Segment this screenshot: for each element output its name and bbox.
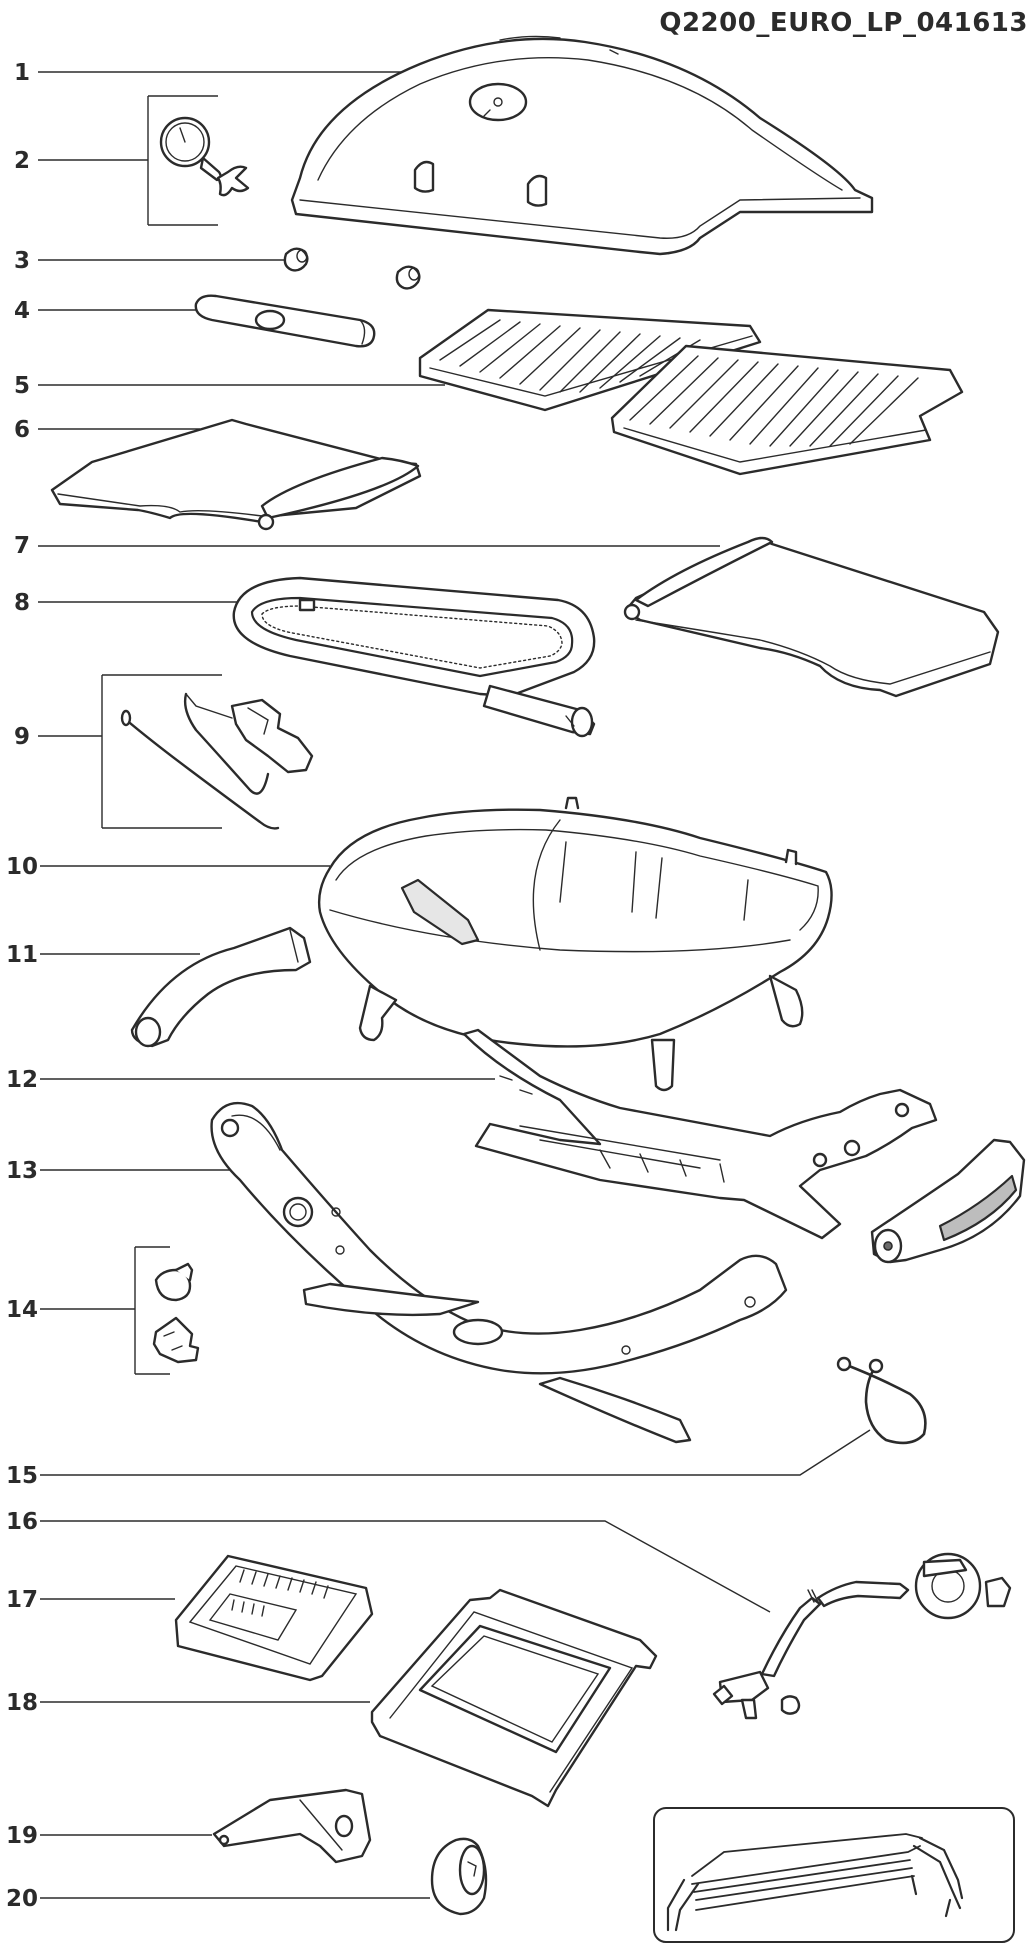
callout-4: 4 [14, 298, 30, 324]
callout-5: 5 [14, 373, 30, 399]
callout-6: 6 [14, 417, 30, 443]
catch-pan-icon [370, 1588, 658, 1808]
callout-1: 1 [14, 60, 30, 86]
callout-7: 7 [14, 533, 30, 559]
regulator-hose-icon [712, 1552, 1012, 1720]
callout-10: 10 [6, 854, 38, 880]
callout-19: 19 [6, 1823, 38, 1849]
leader-16 [40, 1520, 771, 1613]
callout-8: 8 [14, 590, 30, 616]
leader-1 [38, 65, 441, 73]
left-side-table-icon [50, 418, 422, 531]
callout-3: 3 [14, 248, 30, 274]
lid-icon [290, 35, 874, 256]
right-side-table-icon [623, 536, 1000, 698]
burner-tube-icon [232, 576, 596, 738]
leader-lines [38, 65, 871, 1899]
drip-pan-icon [174, 1554, 374, 1682]
knob-icon [430, 1837, 488, 1916]
document-id: Q2200_EURO_LP_041613 [659, 8, 1028, 38]
warming-rack-icon [653, 1807, 1015, 1943]
leader-9 [38, 674, 222, 829]
thermometer-icon [159, 116, 250, 197]
callout-18: 18 [6, 1690, 38, 1716]
leader-14 [40, 1246, 170, 1375]
cookbox-icon [317, 796, 833, 1092]
callout-13: 13 [6, 1158, 38, 1184]
callout-17: 17 [6, 1587, 38, 1613]
igniter-kit-icon [120, 692, 314, 830]
callout-2: 2 [14, 148, 30, 174]
control-knob-kit-icon [152, 1262, 200, 1364]
left-frame-handle-icon [130, 926, 312, 1048]
cooking-grate-icon [418, 308, 964, 476]
hose-clip-icon [836, 1356, 927, 1445]
heat-shield-icon [212, 1788, 372, 1864]
right-frame-handle-icon [870, 1138, 1026, 1264]
callout-numbers: 1 2 3 4 5 6 7 8 9 10 11 12 13 14 15 16 1… [6, 60, 699, 1912]
callout-20: 20 [6, 1886, 38, 1912]
lid-bumper-icon [283, 247, 421, 290]
callout-9: 9 [14, 724, 30, 750]
callout-12: 12 [6, 1067, 38, 1093]
lid-handle-icon [194, 294, 376, 348]
leader-2 [38, 95, 218, 226]
leader-15 [40, 1429, 871, 1476]
callout-14: 14 [6, 1297, 38, 1323]
frame-support-icon [462, 1028, 938, 1240]
callout-15: 15 [6, 1463, 38, 1489]
frame-icon [210, 1101, 788, 1444]
callout-11: 11 [6, 942, 38, 968]
callout-16: 16 [6, 1509, 38, 1535]
